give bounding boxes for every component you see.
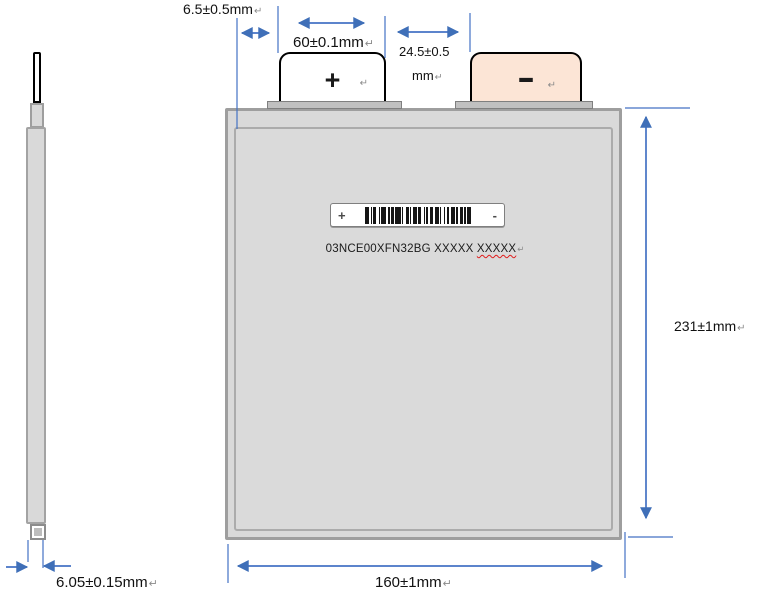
side-view-tab-seal — [30, 103, 44, 128]
cell-thickness-label: 6.05±0.15mm↵ — [56, 574, 158, 591]
negative-tab-symbol: − — [518, 58, 534, 101]
return-mark: ↵ — [737, 323, 746, 334]
edge-to-tab-gap-label: 6.5±0.5mm↵ — [183, 1, 263, 17]
barcode-label: + - — [330, 203, 505, 227]
positive-tab-seal — [267, 101, 402, 109]
tab-spacing-unit-label: mm↵ — [412, 68, 443, 83]
barcode-minus-symbol: - — [492, 207, 497, 223]
serial-number: 03NCE00XFN32BG XXXXX XXXXX↵ — [250, 243, 600, 255]
side-view-bottom-fold-inner — [34, 528, 42, 536]
negative-tab: − ↵ — [470, 52, 582, 104]
side-view-tab — [33, 52, 41, 103]
serial-flagged-text: XXXXX — [476, 243, 517, 255]
positive-tab-symbol: + — [324, 64, 341, 95]
positive-tab: + ↵ — [279, 52, 386, 104]
barcode-plus-symbol: + — [338, 207, 346, 223]
return-mark: ↵ — [148, 578, 158, 590]
return-mark: ↵ — [442, 578, 452, 590]
negative-tab-seal — [455, 101, 593, 109]
return-mark: ↵ — [547, 80, 556, 91]
cell-height-label: 231±1mm↵ — [674, 318, 746, 334]
cell-pouch-inner-area — [234, 127, 613, 531]
serial-prefix: 03NCE00XFN32BG XXXXX — [325, 243, 477, 255]
return-mark: ↵ — [364, 38, 374, 50]
return-mark: ↵ — [359, 78, 368, 89]
side-view-body — [26, 127, 46, 524]
positive-tab-width-label: 60±0.1mm↵ — [293, 34, 374, 51]
return-mark: ↵ — [253, 6, 263, 17]
cell-width-label: 160±1mm↵ — [375, 574, 452, 591]
return-mark: ↵ — [517, 245, 525, 254]
barcode-bars — [365, 206, 473, 224]
return-mark: ↵ — [434, 72, 443, 82]
side-view-bottom-fold — [30, 524, 46, 540]
tab-spacing-value-label: 24.5±0.5 — [399, 44, 450, 59]
